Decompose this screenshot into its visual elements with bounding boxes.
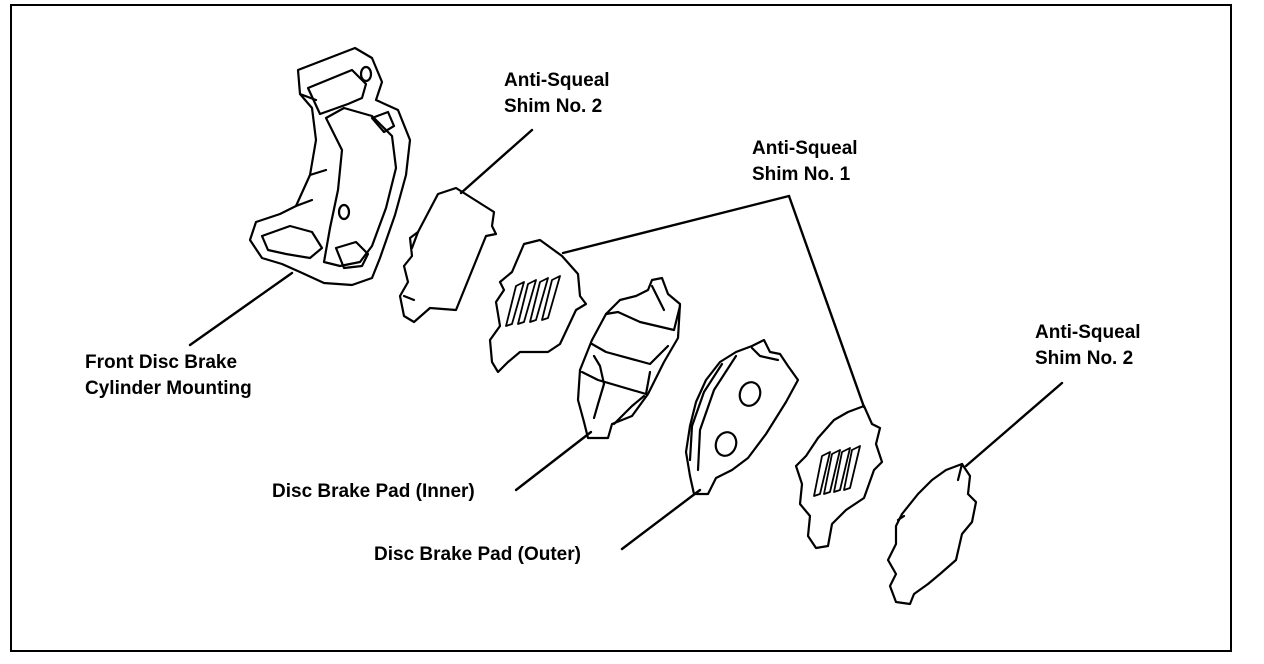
label-anti-squeal-shim-no2-top: Anti-Squeal Shim No. 2 — [504, 68, 610, 120]
diagram-border — [10, 4, 1232, 652]
shim-no1-outer-part — [794, 404, 884, 550]
label-disc-brake-pad-outer: Disc Brake Pad (Outer) — [374, 542, 581, 568]
label-anti-squeal-shim-no1: Anti-Squeal Shim No. 1 — [752, 136, 858, 188]
label-mounting-line2: Cylinder Mounting — [85, 378, 252, 399]
brake-pad-outer-part — [684, 338, 800, 496]
label-anti-squeal-shim-no2-right: Anti-Squeal Shim No. 2 — [1035, 320, 1141, 372]
shim-no2-outer-part — [886, 462, 978, 606]
cylinder-mounting-part — [248, 46, 412, 287]
label-shim2-right-line2: Shim No. 2 — [1035, 348, 1134, 369]
label-shim2-top-line1: Anti-Squeal — [504, 70, 610, 91]
leader-shim1-right — [787, 194, 866, 409]
shim1-inner-slots — [505, 275, 561, 327]
label-mounting-line1: Front Disc Brake — [85, 352, 238, 373]
label-shim1-line1: Anti-Squeal — [752, 138, 858, 159]
label-cylinder-mounting: Front Disc Brake Cylinder Mounting — [85, 350, 252, 402]
label-disc-brake-pad-inner: Disc Brake Pad (Inner) — [272, 479, 475, 505]
shim-no1-inner-part — [488, 238, 588, 374]
label-pad-inner-text: Disc Brake Pad (Inner) — [272, 481, 475, 502]
leader-lines — [188, 128, 1064, 551]
label-shim2-right-line1: Anti-Squeal — [1035, 322, 1141, 343]
leader-shim1-left — [561, 194, 791, 255]
leader-mounting — [188, 271, 294, 347]
brake-pad-inner-part — [576, 276, 682, 440]
label-pad-outer-text: Disc Brake Pad (Outer) — [374, 544, 581, 565]
leader-shim2-right — [964, 381, 1064, 468]
leader-pad-inner — [514, 430, 593, 492]
leader-pad-outer — [620, 488, 702, 551]
label-shim1-line2: Shim No. 1 — [752, 164, 851, 185]
shim-no2-inner-part — [398, 186, 498, 324]
leader-shim2-top — [459, 128, 534, 195]
shim1-outer-slots — [813, 445, 861, 497]
label-shim2-top-line2: Shim No. 2 — [504, 96, 603, 117]
